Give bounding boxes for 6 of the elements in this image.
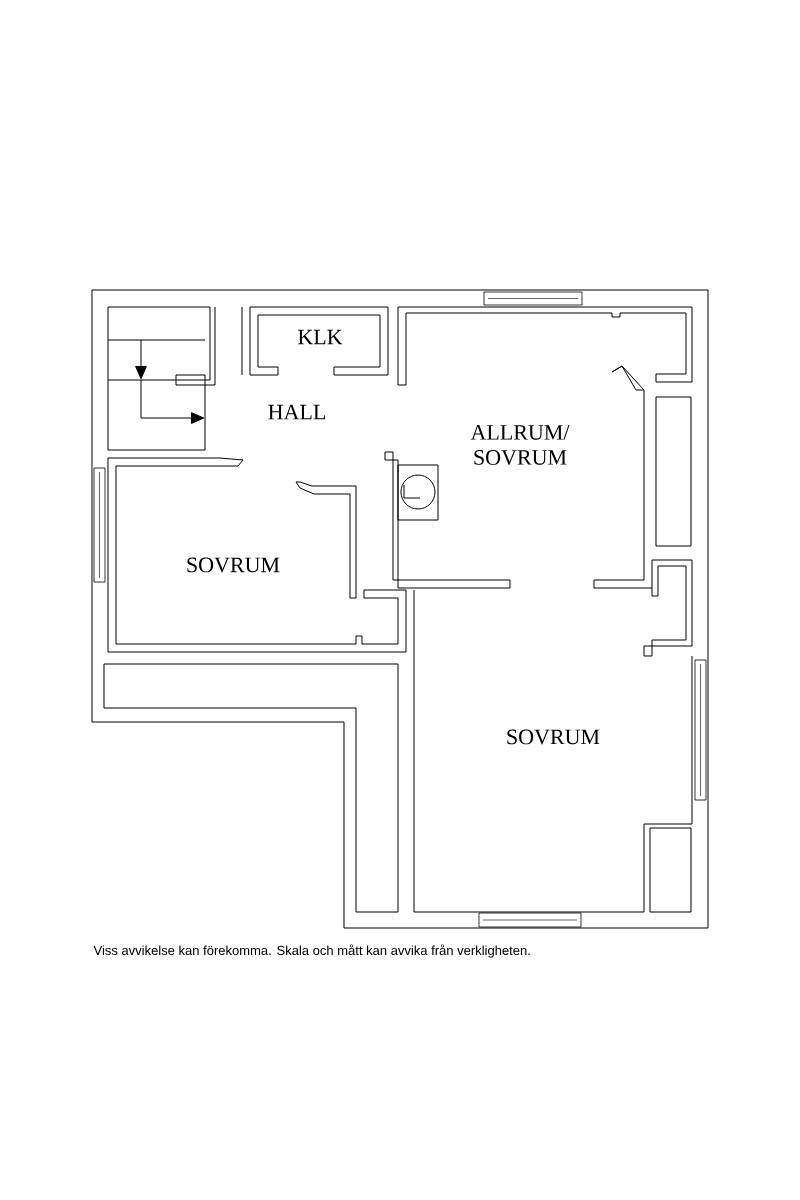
room-label: ALLRUM/ SOVRUM	[470, 425, 570, 465]
room-label: SOVRUM	[187, 557, 280, 573]
room-label: HALL	[268, 404, 325, 420]
caption: Viss avvikelse kan förekomma. Skala och mått kan avvika från verkligheten.	[93, 944, 530, 958]
room-label: SOVRUM	[507, 729, 600, 745]
room-label: KLK	[298, 329, 343, 345]
